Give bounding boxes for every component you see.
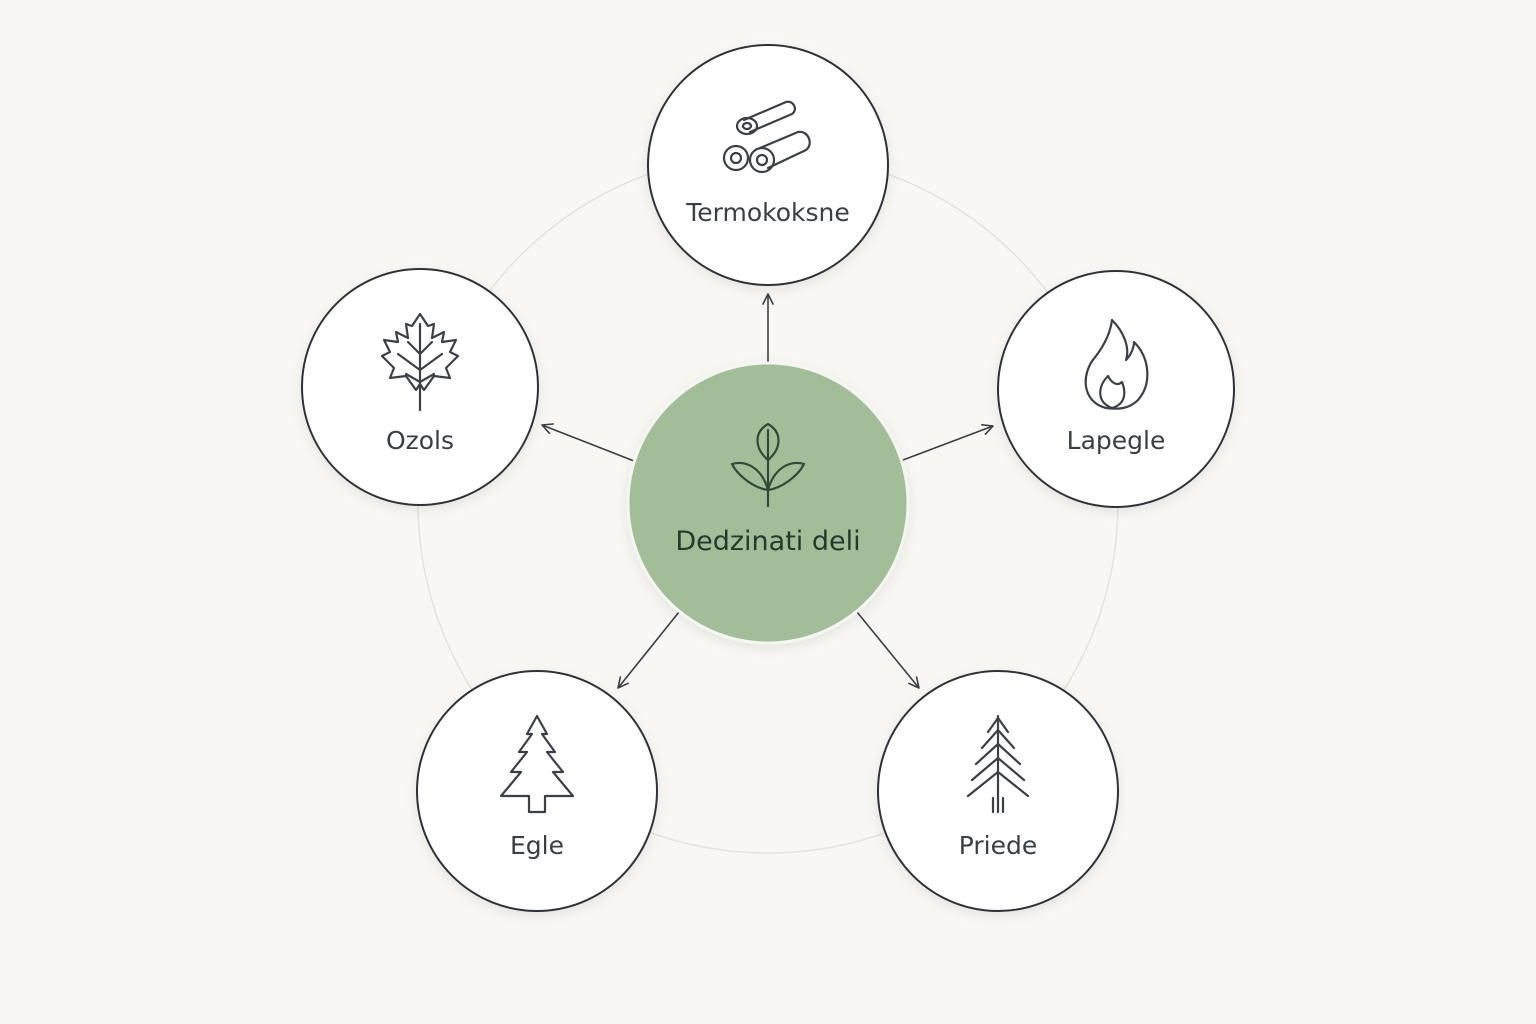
flame-icon [1084, 318, 1149, 410]
pine-tree-icon [966, 714, 1030, 814]
arrow-to-lapegle [902, 424, 994, 461]
maple-leaf-icon [380, 312, 460, 412]
label-lapegle: Lapegle [1067, 426, 1166, 455]
center-node[interactable]: Dedzinati deli [626, 361, 910, 645]
sprout-icon [730, 422, 806, 508]
node-ozols[interactable]: Ozols [301, 268, 539, 506]
node-lapegle[interactable]: Lapegle [997, 270, 1235, 508]
arrow-to-ozols [541, 423, 635, 462]
arrow-to-priede [856, 611, 920, 689]
center-label: Dedzinati deli [675, 526, 860, 557]
node-priede[interactable]: Priede [877, 670, 1119, 912]
label-ozols: Ozols [386, 426, 454, 455]
spruce-tree-icon [499, 714, 575, 814]
arrow-to-egle [617, 611, 680, 689]
node-egle[interactable]: Egle [416, 670, 658, 912]
logs-icon [722, 100, 811, 174]
label-termokoksne: Termokoksne [685, 198, 850, 227]
connector-arrows [541, 293, 994, 689]
node-termokoksne[interactable]: Termokoksne [647, 44, 889, 286]
label-priede: Priede [959, 831, 1038, 860]
label-egle: Egle [510, 831, 564, 860]
